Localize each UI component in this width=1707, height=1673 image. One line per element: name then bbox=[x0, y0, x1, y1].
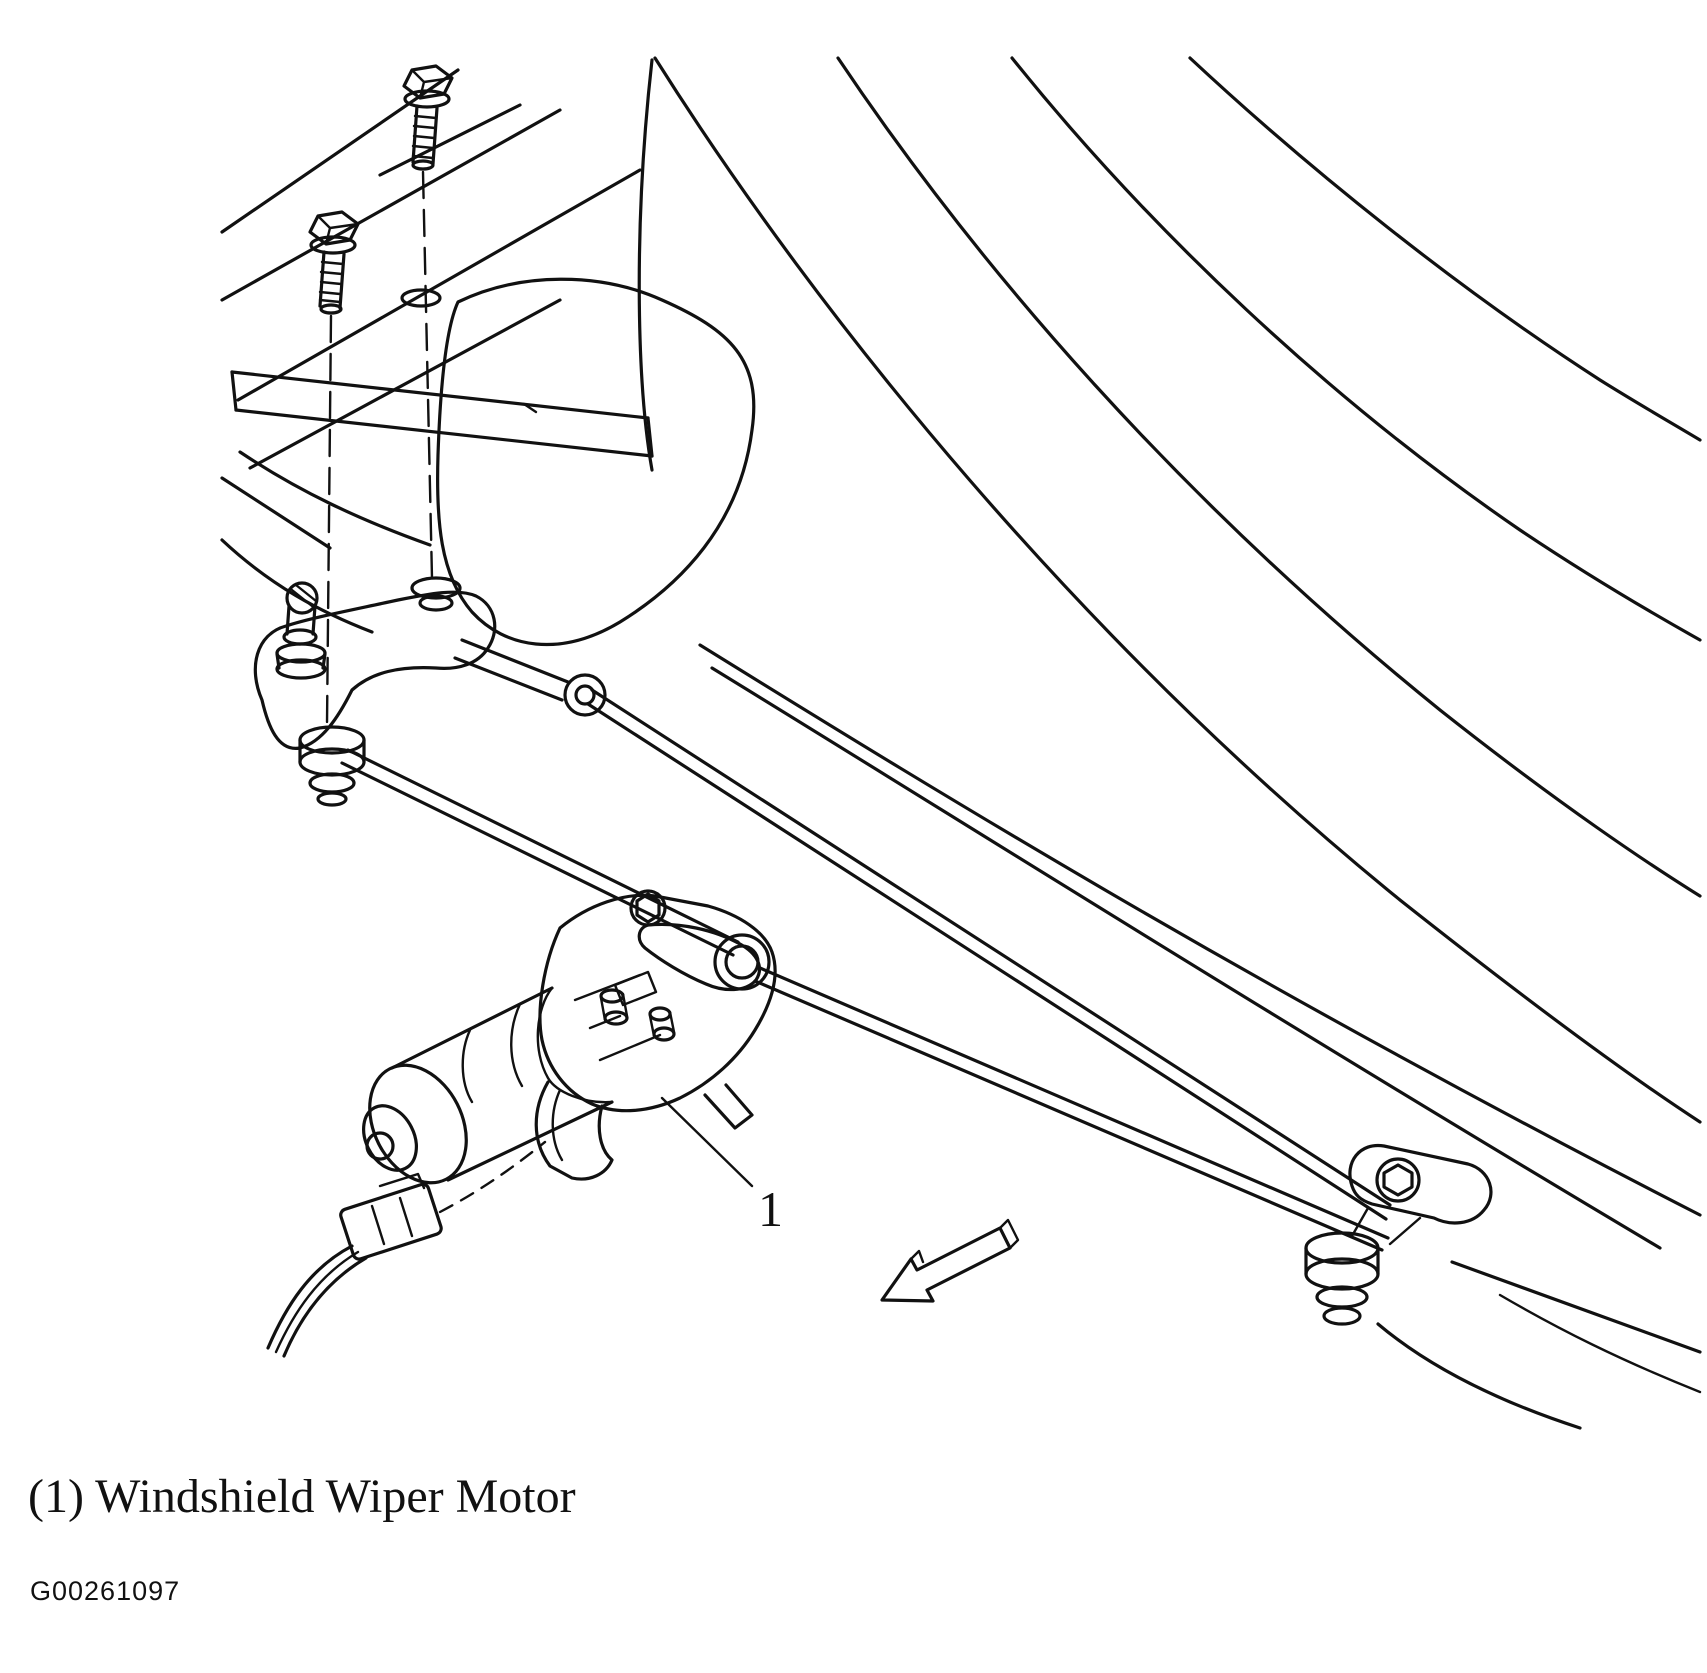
direction-arrow-icon bbox=[880, 1218, 1020, 1303]
motor-housing bbox=[538, 893, 777, 1130]
motor-crank bbox=[629, 889, 771, 992]
hex-nut-icon bbox=[635, 892, 661, 924]
callout-label-1: 1 bbox=[758, 1181, 783, 1237]
body-panel-curves bbox=[653, 56, 1702, 1250]
link-eye bbox=[563, 673, 607, 717]
connector-leader-line bbox=[438, 1140, 547, 1214]
wiper-motor bbox=[362, 889, 777, 1185]
panel-hole bbox=[400, 288, 442, 308]
figure-code: G00261097 bbox=[30, 1576, 180, 1606]
bolt-axis-line bbox=[421, 170, 434, 580]
grommet-stack-upper bbox=[410, 576, 462, 612]
motor-can bbox=[362, 986, 614, 1185]
mounting-bolt-1 bbox=[400, 64, 454, 580]
pivot-shaft-stack bbox=[1304, 1231, 1380, 1326]
cowl-structure bbox=[220, 58, 756, 647]
callout-leader-line bbox=[660, 1096, 754, 1188]
hex-bolt-icon bbox=[1382, 1163, 1414, 1197]
connector-wires bbox=[266, 1244, 368, 1358]
right-pivot-assembly bbox=[1304, 1143, 1702, 1430]
diagram-lines: 1 bbox=[28, 56, 1702, 1606]
wiper-crank-assembly bbox=[253, 576, 607, 807]
callout-1: 1 bbox=[660, 1096, 783, 1237]
mounting-bolt-2 bbox=[308, 210, 360, 726]
linkage-rod bbox=[753, 966, 1390, 1252]
figure-caption: (1) Windshield Wiper Motor bbox=[28, 1470, 576, 1523]
motor-bracket bbox=[534, 1080, 614, 1181]
linkage-rod bbox=[586, 688, 1392, 1221]
wiper-linkage-rods bbox=[340, 688, 1392, 1252]
bolt-axis-line bbox=[325, 314, 333, 726]
grommet-stack-lower bbox=[298, 725, 366, 807]
wire-connector bbox=[266, 1140, 547, 1358]
